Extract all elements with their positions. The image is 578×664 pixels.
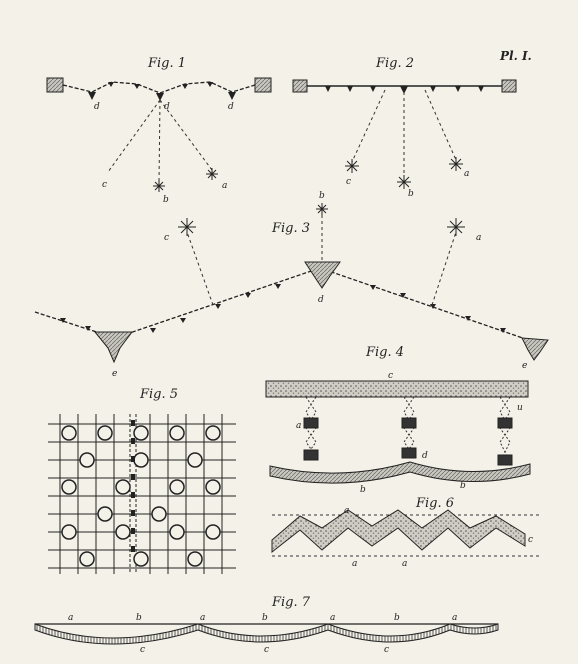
fig1-letter-c: c <box>102 180 107 190</box>
fig4-top-beam <box>265 380 529 398</box>
fig4-letter-b-right: b <box>460 481 466 491</box>
fig3-right-weight <box>521 337 549 361</box>
fig2-right-post <box>501 79 517 93</box>
fig1-letter-d-right: d <box>228 102 234 112</box>
fig2-knots <box>325 86 484 94</box>
figure-7-title: Fig. 7 <box>271 595 311 610</box>
fig7-letter-a4: a <box>452 613 457 623</box>
fig3-line-a <box>431 231 457 306</box>
fig6-letter-a-bottom-left: a <box>352 559 357 569</box>
fig7-letter-b3: b <box>394 613 400 623</box>
fig3-star-a <box>447 218 465 236</box>
fig1-knots <box>88 92 236 101</box>
fig2-line-c <box>351 89 386 163</box>
figure-4: Fig. 4 c a u d b b <box>265 345 531 495</box>
figure-2: Fig. 2 c b a <box>292 56 517 199</box>
fig5-center-knots <box>131 420 135 552</box>
fig5-rings <box>61 425 221 567</box>
figure-1-title: Fig. 1 <box>147 56 186 71</box>
figure-6: Fig. 6 a a a c <box>271 496 540 569</box>
fig7-letter-c2: c <box>264 645 269 655</box>
fig4-letter-d: d <box>422 451 428 461</box>
figure-1: Fig. 1 d d d c b a <box>46 56 272 205</box>
fig6-zigzag-band <box>271 509 526 554</box>
fig5-grid <box>48 414 236 574</box>
fig1-star-a <box>206 168 218 180</box>
fig7-letter-b2: b <box>262 613 268 623</box>
fig3-letter-b: b <box>319 191 325 201</box>
fig6-letter-a-top: a <box>344 506 349 516</box>
fig2-letter-b: b <box>408 189 414 199</box>
fig7-letter-a1: a <box>68 613 73 623</box>
fig6-letter-a-bottom-right: a <box>402 559 407 569</box>
fig3-letter-d: d <box>318 295 324 305</box>
fig1-star-b <box>153 180 165 192</box>
fig3-letter-e-left: e <box>112 369 117 379</box>
fig1-letter-d-left: d <box>94 102 100 112</box>
fig1-left-post <box>46 77 64 93</box>
figure-4-title: Fig. 4 <box>365 345 404 360</box>
fig7-corrugated-band <box>34 623 499 645</box>
fig1-line-b <box>158 99 161 183</box>
fig2-star-a <box>449 157 463 171</box>
fig4-letter-b-left: b <box>360 485 366 495</box>
figure-6-title: Fig. 6 <box>415 496 454 511</box>
fig3-star-b <box>316 203 328 215</box>
fig4-letter-u: u <box>517 403 523 413</box>
fig2-letter-c: c <box>346 177 351 187</box>
fig7-letter-b1: b <box>136 613 142 623</box>
fig1-letter-a: a <box>222 181 227 191</box>
figure-2-title: Fig. 2 <box>375 56 414 71</box>
fig3-letter-e-right: e <box>522 361 527 371</box>
fig3-cord <box>34 267 541 345</box>
fig2-star-b <box>397 175 411 189</box>
fig2-star-c <box>345 159 359 173</box>
fig2-left-post <box>292 79 308 93</box>
fig4-knots <box>303 417 513 466</box>
fig1-letter-b: b <box>163 195 169 205</box>
figure-7: Fig. 7 a b a b a b a c c c <box>34 595 499 655</box>
figure-5: Fig. 5 <box>48 387 236 574</box>
figure-3-title: Fig. 3 <box>271 221 310 236</box>
fig3-line-c <box>186 231 214 306</box>
fig7-letter-a2: a <box>200 613 205 623</box>
fig1-letter-d-center: d <box>164 102 170 112</box>
fig1-right-post <box>254 77 272 93</box>
fig7-letter-c1: c <box>140 645 145 655</box>
fig1-line-a <box>159 99 213 171</box>
fig3-center-weight <box>304 261 341 289</box>
fig3-star-c <box>178 218 196 236</box>
fig7-letter-a3: a <box>330 613 335 623</box>
figure-5-title: Fig. 5 <box>139 387 178 402</box>
fig3-letter-a: a <box>476 233 481 243</box>
fig3-left-weight <box>93 331 133 364</box>
fig4-lower-cloth <box>269 461 531 484</box>
fig3-letter-c: c <box>164 233 169 243</box>
fig4-letter-c: c <box>388 371 393 381</box>
fig4-letter-a: a <box>296 421 301 431</box>
fig1-line-c <box>107 99 161 173</box>
fig1-cord <box>62 81 256 94</box>
plate-label: Pl. I. <box>499 49 532 63</box>
figure-3: Fig. 3 b c a d e e <box>34 191 549 379</box>
fig2-letter-a: a <box>464 169 469 179</box>
fig6-letter-c: c <box>528 535 533 545</box>
fig2-line-a <box>424 89 457 161</box>
fig7-letter-c3: c <box>384 645 389 655</box>
